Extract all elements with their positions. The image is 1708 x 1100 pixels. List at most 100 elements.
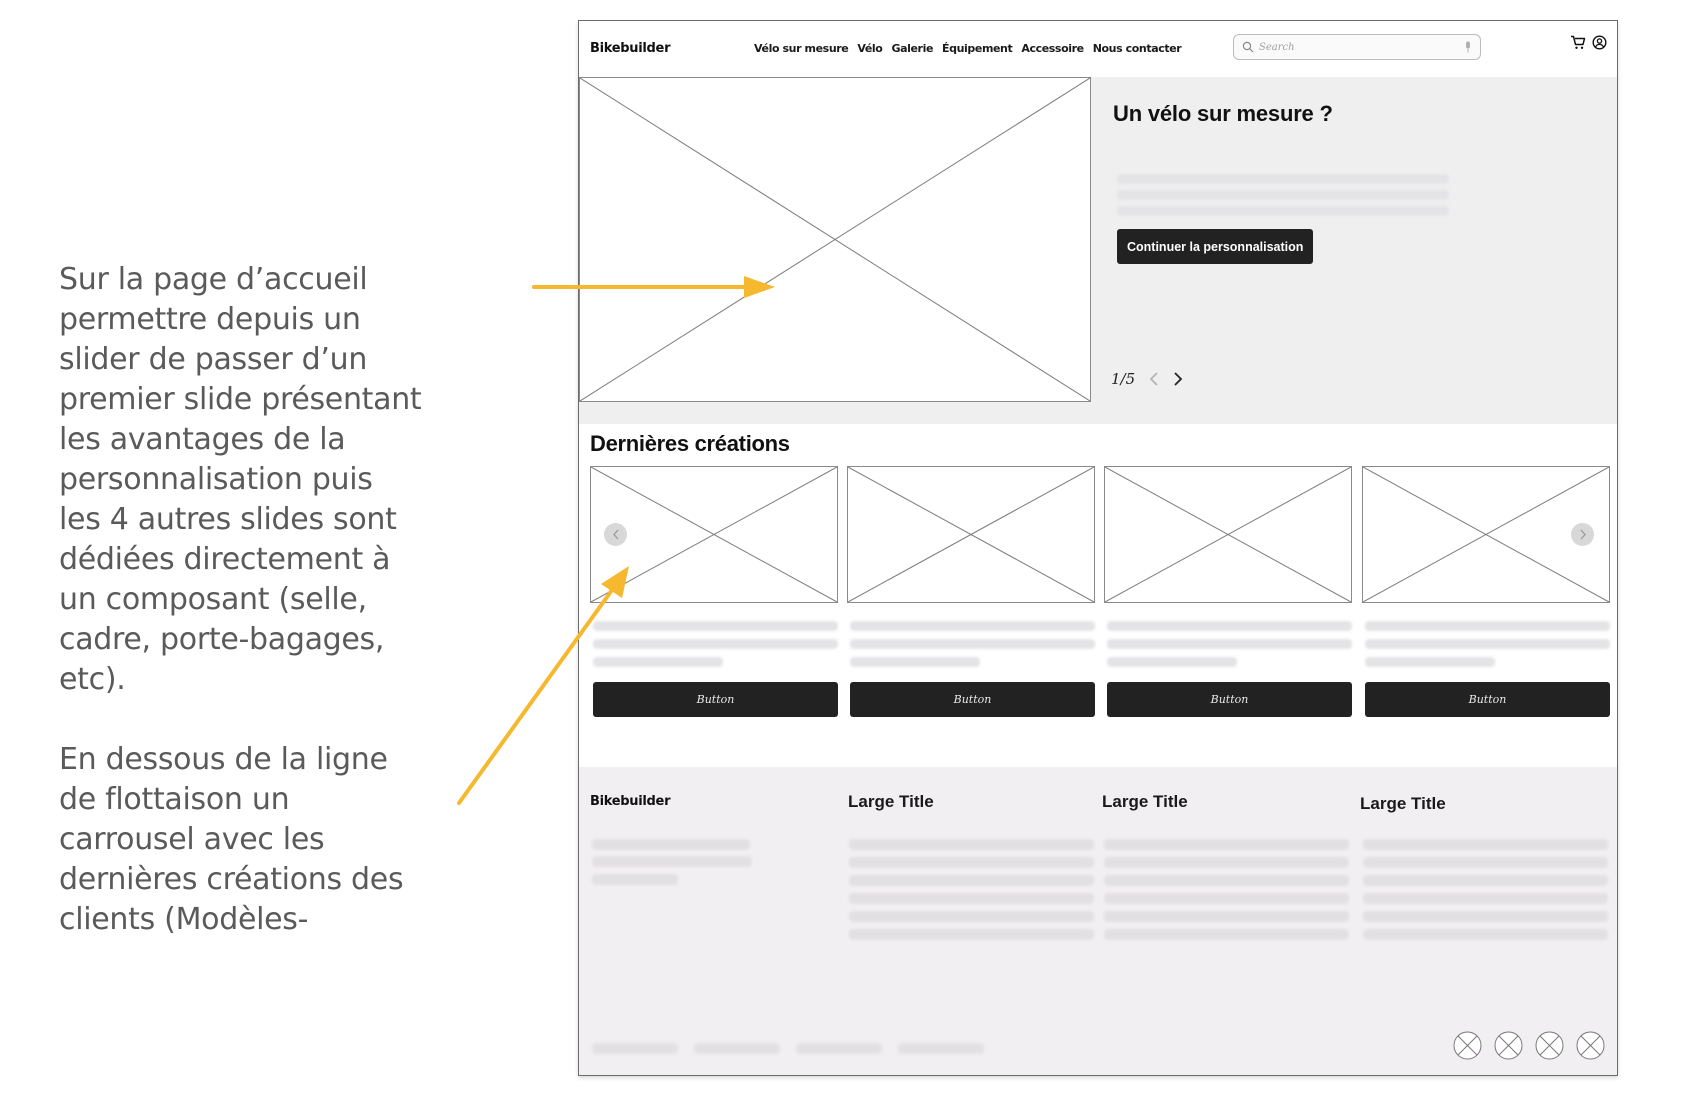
legal-link-skeleton[interactable]	[898, 1043, 984, 1054]
text-skeleton	[593, 639, 838, 649]
search-icon	[1242, 41, 1254, 53]
nav-link-equipement[interactable]: Équipement	[942, 42, 1013, 55]
hero-slider: Un vélo sur mesure ? Continuer la person…	[579, 77, 1617, 424]
chevron-left-icon	[612, 529, 618, 540]
text-skeleton	[1107, 639, 1352, 649]
text-skeleton	[850, 639, 1095, 649]
nav-link-velo[interactable]: Vélo	[857, 42, 883, 55]
footer-link-skeleton[interactable]	[1104, 875, 1349, 886]
footer-link-skeleton[interactable]	[1363, 857, 1608, 868]
chevron-right-icon	[1174, 372, 1183, 386]
footer-link-skeleton[interactable]	[849, 911, 1094, 922]
nav-link-accessoire[interactable]: Accessoire	[1021, 42, 1084, 55]
social-links	[1453, 1031, 1605, 1060]
site-logo[interactable]: Bikebuilder	[590, 41, 671, 56]
next-slide-button[interactable]	[1173, 371, 1183, 387]
legal-link-skeleton[interactable]	[694, 1043, 780, 1054]
footer-link-skeleton[interactable]	[849, 929, 1094, 940]
carousel-next-button[interactable]	[1571, 523, 1594, 546]
main-nav: Vélo sur mesure Vélo Galerie Équipement …	[754, 42, 1182, 55]
user-account-icon[interactable]	[1592, 35, 1607, 50]
annotation-line: les avantages de la	[59, 422, 346, 457]
image-placeholder-icon	[1363, 467, 1609, 602]
hero-title: Un vélo sur mesure ?	[1113, 101, 1333, 126]
footer-link-skeleton[interactable]	[1104, 839, 1349, 850]
text-skeleton	[1117, 174, 1449, 184]
footer-column-title: Large Title	[1360, 794, 1446, 813]
creation-card-button[interactable]: Button	[1107, 682, 1352, 717]
nav-link-galerie[interactable]: Galerie	[891, 42, 934, 55]
annotation-line: Sur la page d’accueil	[59, 262, 368, 297]
search-input[interactable]	[1259, 41, 1464, 53]
creation-image-placeholder[interactable]	[590, 466, 838, 603]
hero-image-placeholder	[579, 77, 1091, 402]
header-icons	[1570, 35, 1607, 50]
annotation-slider-description: Sur la page d’accueil permettre depuis u…	[59, 260, 479, 700]
prev-slide-button[interactable]	[1149, 371, 1159, 387]
footer-link-skeleton[interactable]	[1104, 893, 1349, 904]
footer-link-skeleton[interactable]	[1363, 839, 1608, 850]
cart-icon[interactable]	[1570, 35, 1586, 50]
annotation-line: un composant (selle,	[59, 582, 367, 617]
image-placeholder-icon	[591, 467, 837, 602]
microphone-icon[interactable]	[1464, 41, 1472, 53]
text-skeleton	[1107, 657, 1237, 667]
annotation-line: carrousel avec les	[59, 822, 325, 857]
footer-link-skeleton[interactable]	[1104, 929, 1349, 940]
footer-link-skeleton[interactable]	[849, 875, 1094, 886]
text-skeleton	[850, 657, 980, 667]
annotation-line: dédiées directement à	[59, 542, 391, 577]
creation-card-button[interactable]: Button	[850, 682, 1095, 717]
footer-link-skeleton[interactable]	[1363, 893, 1608, 904]
latest-creations-title: Dernières créations	[590, 431, 790, 456]
site-header: Bikebuilder Vélo sur mesure Vélo Galerie…	[579, 21, 1617, 77]
annotation-line: cadre, porte-bagages,	[59, 622, 385, 657]
footer-link-skeleton[interactable]	[849, 857, 1094, 868]
annotation-line: personnalisation puis	[59, 462, 373, 497]
footer-link-skeleton[interactable]	[1104, 857, 1349, 868]
carousel-prev-button[interactable]	[604, 523, 627, 546]
text-skeleton	[850, 621, 1095, 631]
text-skeleton	[592, 856, 752, 867]
text-skeleton	[1107, 621, 1352, 631]
nav-link-velo-sur-mesure[interactable]: Vélo sur mesure	[754, 42, 849, 55]
social-icon-placeholder[interactable]	[1576, 1031, 1605, 1060]
footer-link-skeleton[interactable]	[1104, 911, 1349, 922]
social-icon-placeholder[interactable]	[1535, 1031, 1564, 1060]
text-skeleton	[592, 839, 750, 850]
footer-logo[interactable]: Bikebuilder	[590, 794, 671, 809]
creation-card-button[interactable]: Button	[593, 682, 838, 717]
footer-link-skeleton[interactable]	[1363, 929, 1608, 940]
annotation-line: permettre depuis un	[59, 302, 361, 337]
legal-link-skeleton[interactable]	[592, 1043, 678, 1054]
continue-personalization-button[interactable]: Continuer la personnalisation	[1117, 229, 1314, 264]
image-placeholder-icon	[580, 78, 1090, 401]
text-skeleton	[1365, 657, 1495, 667]
creation-image-placeholder[interactable]	[1104, 466, 1352, 603]
text-skeleton	[592, 874, 678, 885]
image-placeholder-icon	[848, 467, 1094, 602]
creation-image-placeholder[interactable]	[847, 466, 1095, 603]
slide-counter: 1/5	[1111, 370, 1136, 388]
footer-link-skeleton[interactable]	[849, 839, 1094, 850]
site-footer: Bikebuilder Large Title Large Title Larg…	[579, 767, 1617, 1075]
text-skeleton	[593, 621, 838, 631]
annotation-line: les 4 autres slides sont	[59, 502, 397, 537]
legal-link-skeleton[interactable]	[796, 1043, 882, 1054]
footer-link-skeleton[interactable]	[849, 893, 1094, 904]
text-skeleton	[1117, 190, 1449, 200]
creation-card-button[interactable]: Button	[1365, 682, 1610, 717]
footer-link-skeleton[interactable]	[1363, 911, 1608, 922]
chevron-right-icon	[1580, 529, 1586, 540]
annotation-line: En dessous de la ligne	[59, 742, 388, 777]
social-icon-placeholder[interactable]	[1494, 1031, 1523, 1060]
annotation-carousel-description: En dessous de la ligne de flottaison un …	[59, 740, 479, 940]
creation-image-placeholder[interactable]	[1362, 466, 1610, 603]
social-icon-placeholder[interactable]	[1453, 1031, 1482, 1060]
text-skeleton	[593, 657, 723, 667]
footer-link-skeleton[interactable]	[1363, 875, 1608, 886]
nav-link-nous-contacter[interactable]: Nous contacter	[1092, 42, 1182, 55]
slider-pager: 1/5	[1111, 370, 1183, 388]
text-skeleton	[1365, 639, 1610, 649]
footer-column-title: Large Title	[848, 792, 934, 811]
